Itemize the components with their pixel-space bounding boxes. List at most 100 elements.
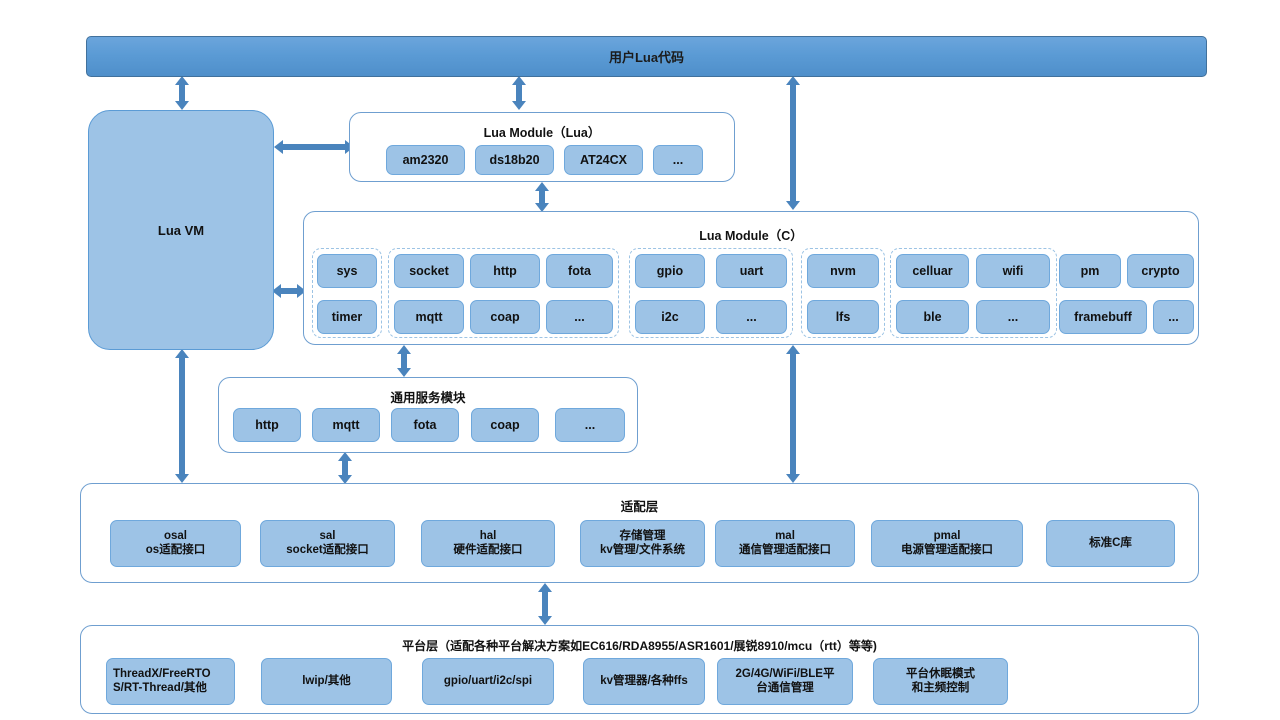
arrow-shaft (281, 144, 347, 150)
arrow-shaft (401, 352, 407, 370)
arrowhead-down (535, 203, 549, 212)
adaptation-layer-title: 适配层 (620, 500, 659, 514)
arrow-shaft (542, 590, 548, 618)
arrowhead-up (786, 345, 800, 354)
chip-wireless-more[interactable]: ... (976, 300, 1050, 334)
chip-crypto[interactable]: crypto (1127, 254, 1194, 288)
chip-line-1: 标准C库 (1089, 536, 1132, 549)
chip-service-mqtt[interactable]: mqtt (312, 408, 380, 442)
arrow-shaft (539, 189, 545, 205)
arrowhead-right (297, 284, 306, 298)
chip-lfs[interactable]: lfs (807, 300, 879, 334)
common-service-title: 通用服务模块 (390, 391, 466, 405)
chip-service-more[interactable]: ... (555, 408, 625, 442)
chip-lua-more[interactable]: ... (653, 145, 703, 175)
lua-vm-box[interactable]: Lua VM (88, 110, 274, 350)
chip-storage-management[interactable]: 存储管理 kv管理/文件系统 (580, 520, 705, 567)
chip-coap[interactable]: coap (470, 300, 540, 334)
chip-wifi[interactable]: wifi (976, 254, 1050, 288)
chip-service-coap[interactable]: coap (471, 408, 539, 442)
lua-c-group-net (388, 248, 619, 338)
platform-layer-panel: 平台层（适配各种平台解决方案如EC616/RDA8955/ASR1601/展锐8… (80, 625, 1199, 714)
chip-http[interactable]: http (470, 254, 540, 288)
arrowhead-up (397, 345, 411, 354)
chip-net-more[interactable]: ... (546, 300, 613, 334)
chip-gpio[interactable]: gpio (635, 254, 705, 288)
arrowhead-down (786, 201, 800, 210)
chip-lwip[interactable]: lwip/其他 (261, 658, 392, 705)
chip-mqtt[interactable]: mqtt (394, 300, 464, 334)
platform-layer-title: 平台层（适配各种平台解决方案如EC616/RDA8955/ASR1601/展锐8… (402, 639, 877, 653)
lua-module-lua-title: Lua Module（Lua） (483, 126, 601, 140)
arrowhead-down (512, 101, 526, 110)
chip-line-1: sal (319, 529, 336, 542)
chip-line-2: 电源管理适配接口 (901, 543, 993, 556)
adaptation-layer-panel: 适配层 osal os适配接口 sal socket适配接口 hal 硬件适配接… (80, 483, 1199, 583)
chip-am2320[interactable]: am2320 (386, 145, 465, 175)
chip-comm-management[interactable]: 2G/4G/WiFi/BLE平 台通信管理 (717, 658, 853, 705)
chip-pm[interactable]: pm (1059, 254, 1121, 288)
arrowhead-left (272, 284, 281, 298)
arrow-shaft (279, 288, 299, 294)
chip-line-1: 平台休眠模式 (906, 667, 975, 680)
chip-celluar[interactable]: celluar (896, 254, 969, 288)
lua-c-group-sys (312, 248, 382, 338)
chip-at24cx[interactable]: AT24CX (564, 145, 643, 175)
chip-line-1: pmal (933, 529, 961, 542)
user-lua-code-banner[interactable]: 用户Lua代码 (86, 36, 1207, 77)
common-service-panel: 通用服务模块 http mqtt fota coap ... (218, 377, 638, 453)
chip-line-2: socket适配接口 (286, 543, 369, 556)
arrowhead-up (786, 76, 800, 85)
chip-line-2: os适配接口 (145, 543, 206, 556)
arrowhead-left (274, 140, 283, 154)
arrowhead-down (338, 475, 352, 484)
chip-kv-manager-ffs[interactable]: kv管理器/各种ffs (583, 658, 705, 705)
chip-line-1: 存储管理 (619, 529, 666, 542)
chip-gfx-more[interactable]: ... (1153, 300, 1194, 334)
arrowhead-down (786, 474, 800, 483)
chip-periph-more[interactable]: ... (716, 300, 787, 334)
chip-sys[interactable]: sys (317, 254, 377, 288)
chip-ds18b20[interactable]: ds18b20 (475, 145, 554, 175)
chip-line-1: kv管理器/各种ffs (600, 674, 688, 687)
chip-line-2: 台通信管理 (756, 681, 814, 694)
lua-c-group-wireless (890, 248, 1057, 338)
arrow-shaft (342, 459, 348, 477)
chip-sleep-and-clock[interactable]: 平台休眠模式 和主频控制 (873, 658, 1008, 705)
chip-line-1: osal (163, 529, 187, 542)
chip-i2c[interactable]: i2c (635, 300, 705, 334)
chip-ble[interactable]: ble (896, 300, 969, 334)
arrowhead-up (512, 76, 526, 85)
chip-line-1: hal (479, 529, 497, 542)
chip-osal[interactable]: osal os适配接口 (110, 520, 241, 567)
arrowhead-up (538, 583, 552, 592)
chip-service-fota[interactable]: fota (391, 408, 459, 442)
lua-module-c-title: Lua Module（C） (699, 229, 803, 243)
arrow-shaft (179, 356, 185, 476)
lua-module-lua-panel: Lua Module（Lua） am2320 ds18b20 AT24CX ..… (349, 112, 735, 182)
chip-uart[interactable]: uart (716, 254, 787, 288)
chip-standard-c-library[interactable]: 标准C库 (1046, 520, 1175, 567)
chip-pmal[interactable]: pmal 电源管理适配接口 (871, 520, 1023, 567)
arrow-shaft (516, 83, 522, 103)
chip-gpio-uart-i2c-spi[interactable]: gpio/uart/i2c/spi (422, 658, 554, 705)
chip-line-1: ThreadX/FreeRTO (113, 667, 211, 680)
arrowhead-down (175, 474, 189, 483)
chip-rtos[interactable]: ThreadX/FreeRTO S/RT-Thread/其他 (106, 658, 235, 705)
arrowhead-up (535, 182, 549, 191)
chip-mal[interactable]: mal 通信管理适配接口 (715, 520, 855, 567)
arrowhead-up (175, 349, 189, 358)
arrow-shaft (179, 83, 185, 103)
chip-service-http[interactable]: http (233, 408, 301, 442)
chip-timer[interactable]: timer (317, 300, 377, 334)
chip-line-2: S/RT-Thread/其他 (113, 681, 207, 694)
arrowhead-up (338, 452, 352, 461)
lua-module-c-panel: Lua Module（C） sys timer socket http fota… (303, 211, 1199, 345)
chip-sal[interactable]: sal socket适配接口 (260, 520, 395, 567)
chip-framebuff[interactable]: framebuff (1059, 300, 1147, 334)
chip-fota[interactable]: fota (546, 254, 613, 288)
chip-nvm[interactable]: nvm (807, 254, 879, 288)
chip-hal[interactable]: hal 硬件适配接口 (421, 520, 555, 567)
chip-socket[interactable]: socket (394, 254, 464, 288)
chip-line-2: 和主频控制 (911, 681, 970, 694)
